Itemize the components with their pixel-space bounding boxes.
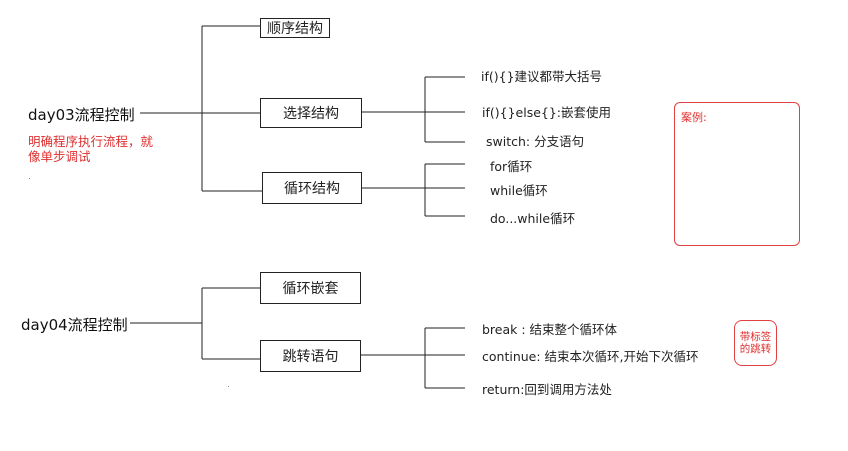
selection-item-if: if(){}建议都带大括号 xyxy=(481,69,603,84)
example-box: 案例: xyxy=(674,102,800,246)
loop-node: 循环结构 xyxy=(262,172,362,204)
selection-node: 选择结构 xyxy=(260,98,362,128)
labeled-jump-stamp: 带标签 的跳转 xyxy=(734,320,777,366)
loop-item-for: for循环 xyxy=(490,159,533,174)
nested-loop-node: 循环嵌套 xyxy=(260,272,361,304)
day03-note-line2: 像单步调试 xyxy=(28,149,91,164)
jump-item-break: break : 结束整个循环体 xyxy=(482,322,618,337)
loop-item-do-while: do...while循环 xyxy=(490,211,576,226)
stamp-line2: 的跳转 xyxy=(739,343,772,355)
day03-note: 明确程序执行流程，就 像单步调试 xyxy=(28,134,153,164)
loop-item-while: while循环 xyxy=(490,183,548,198)
selection-item-if-else: if(){}else{}:嵌套使用 xyxy=(482,105,612,120)
stray-dot-2 xyxy=(228,386,229,387)
sequence-node: 顺序结构 xyxy=(260,18,330,38)
jump-item-return: return:回到调用方法处 xyxy=(482,382,612,397)
day03-root-label: day03流程控制 xyxy=(28,106,135,124)
jump-node: 跳转语句 xyxy=(260,340,361,372)
day04-root-label: day04流程控制 xyxy=(21,316,128,334)
example-label: 案例: xyxy=(681,111,707,124)
jump-item-continue: continue: 结束本次循环,开始下次循环 xyxy=(482,349,699,364)
stray-dot xyxy=(29,178,30,179)
selection-item-switch: switch: 分支语句 xyxy=(486,134,585,149)
day03-note-line1: 明确程序执行流程，就 xyxy=(28,134,154,149)
stamp-line1: 带标签 xyxy=(739,331,772,343)
